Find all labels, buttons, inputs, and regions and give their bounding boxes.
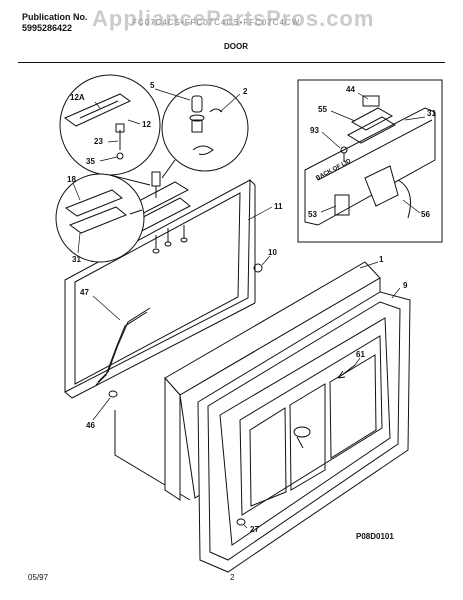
lid-frame xyxy=(64,179,256,399)
arrow-61 xyxy=(337,364,356,379)
detail-inset-light xyxy=(297,79,443,243)
publication-block: Publication No. 5995286422 xyxy=(22,12,88,34)
callout-9: 9 xyxy=(403,281,408,290)
section-title: DOOR xyxy=(224,42,248,51)
callout-2: 2 xyxy=(243,87,248,96)
callout-31-left: 31 xyxy=(72,255,81,264)
figure-code: P08D0101 xyxy=(356,532,394,541)
detail-circle-handle xyxy=(55,173,145,263)
bushing-46 xyxy=(108,390,118,398)
callout-53: 53 xyxy=(308,210,317,219)
callout-55: 55 xyxy=(318,105,327,114)
footer-date: 05/97 xyxy=(28,573,49,582)
hinge-wire xyxy=(95,307,151,386)
detail-circle-hinge xyxy=(161,84,249,179)
screw-27 xyxy=(236,518,246,526)
model-line: FC07C4CS•FFC07C4CS•FFC07C4CW xyxy=(132,18,301,27)
publication-number: 5995286422 xyxy=(22,23,73,33)
detail-circle-lock xyxy=(59,74,161,186)
footer-page: 2 xyxy=(230,573,235,582)
callout-11: 11 xyxy=(274,202,283,211)
callout-31-inset: 31 xyxy=(427,109,436,118)
callout-5: 5 xyxy=(150,81,155,90)
publication-label: Publication No. xyxy=(22,12,88,22)
callout-12a: 12A xyxy=(70,93,85,102)
callout-44: 44 xyxy=(346,85,355,94)
callout-46: 46 xyxy=(86,421,95,430)
leader-lines xyxy=(72,88,426,529)
callout-18: 18 xyxy=(67,175,76,184)
callout-93: 93 xyxy=(310,126,319,135)
callout-27: 27 xyxy=(250,525,259,534)
callout-61: 61 xyxy=(356,350,365,359)
watermark: AppliancePartsPros.com xyxy=(92,6,375,31)
callout-23: 23 xyxy=(94,137,103,146)
callout-47: 47 xyxy=(80,288,89,297)
callout-56: 56 xyxy=(421,210,430,219)
callout-1: 1 xyxy=(379,255,384,264)
inner-panel xyxy=(239,335,383,516)
header-rule xyxy=(18,62,445,63)
callout-12: 12 xyxy=(142,120,151,129)
callout-35: 35 xyxy=(86,157,95,166)
washer-10 xyxy=(253,263,263,273)
callout-10: 10 xyxy=(268,248,277,257)
